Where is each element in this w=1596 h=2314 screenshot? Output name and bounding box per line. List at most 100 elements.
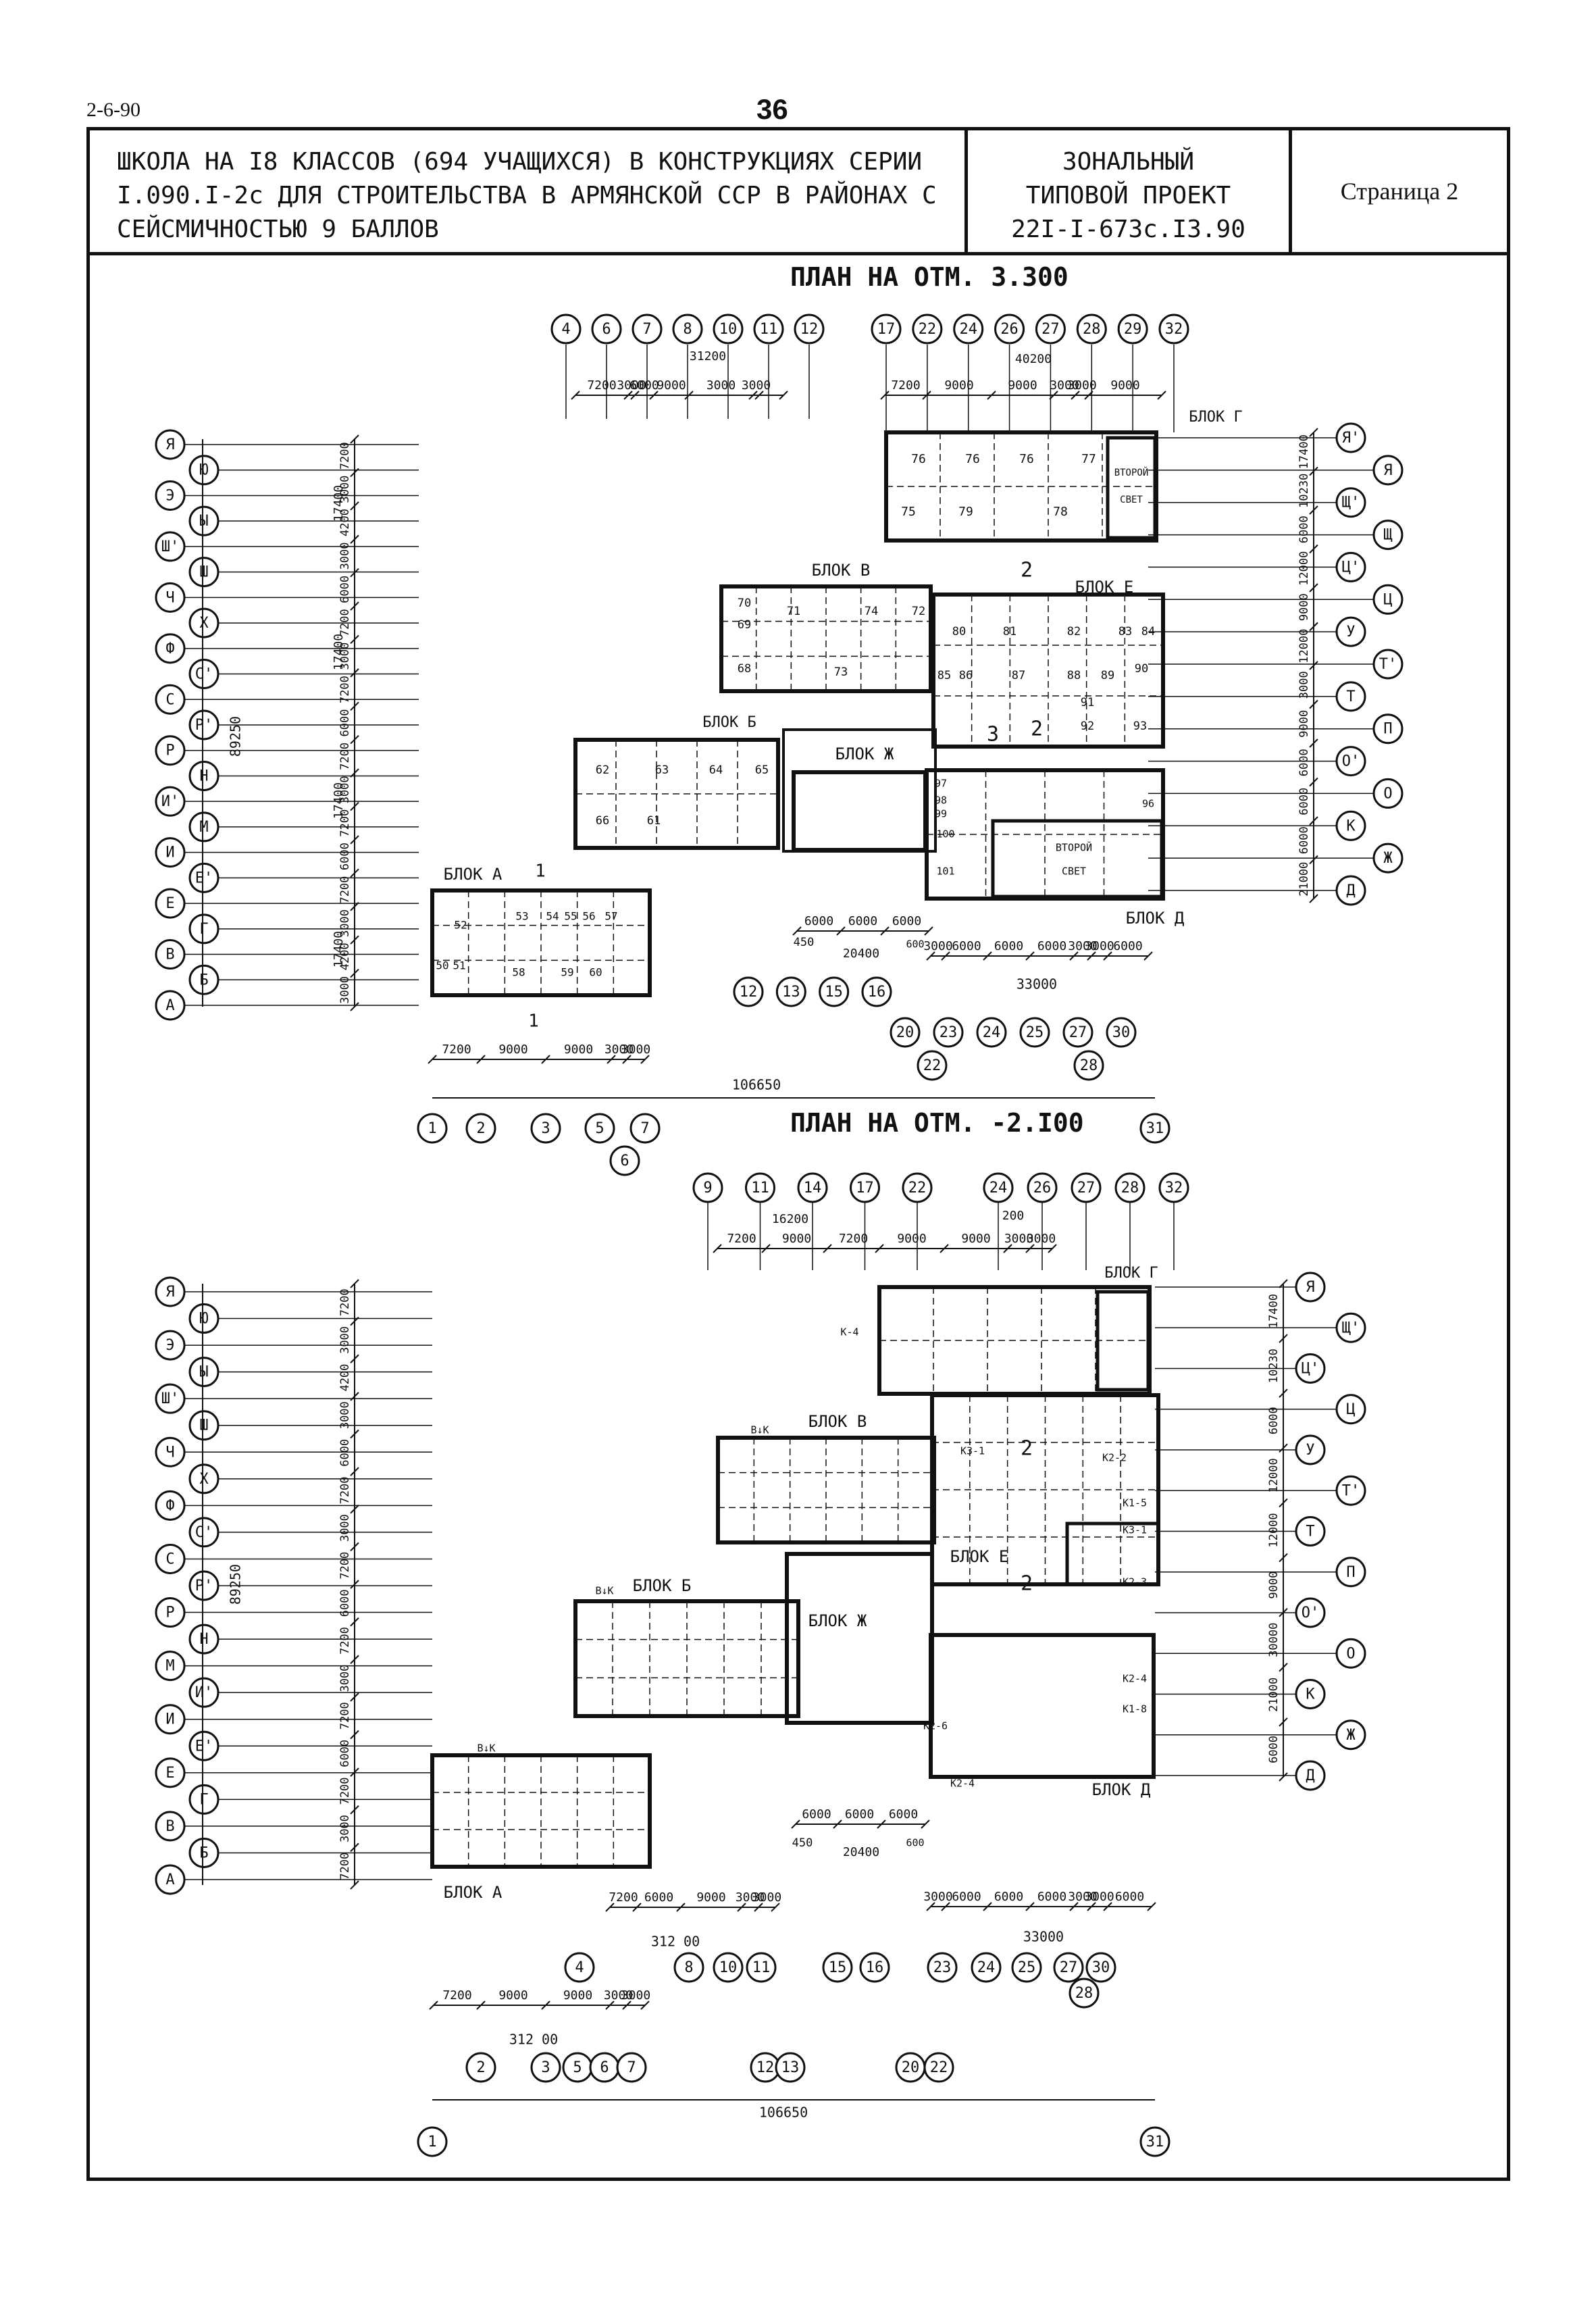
- top-axis-bubble: [902, 1172, 933, 1203]
- left-axis-bubble: [155, 633, 186, 664]
- block-zh-outline: [782, 728, 937, 853]
- top-axis-bubble: [1158, 313, 1189, 345]
- left-axis-bubble: [155, 837, 186, 868]
- top-axis-bubble-label: 11: [751, 1180, 769, 1197]
- top-axis-bubble: [1076, 313, 1107, 345]
- top-axis-bubble-label: 26: [1000, 321, 1019, 338]
- bottom-dim-d-text: 6000: [952, 1890, 981, 1904]
- left-axis-bubble: [188, 862, 220, 893]
- bottom-axis-bubble-label: 16: [866, 1959, 884, 1976]
- right-axis-bubble-label: К: [1306, 1686, 1315, 1703]
- right-dim-text: 9000: [1297, 710, 1311, 738]
- lower-plan-title: ПЛАН НА ОТМ. -2.I00: [790, 1108, 1084, 1138]
- room-number: 77: [1081, 452, 1096, 466]
- left-axis-bubble-label: В: [165, 1818, 174, 1835]
- bottom-dim-d-tick: [1069, 1902, 1079, 1911]
- section-mark: 2: [1021, 1437, 1033, 1461]
- bottom-axis-bubble: [629, 1113, 661, 1144]
- right-axis-bubble-label: Ж: [1383, 850, 1393, 867]
- bottom-dim-d-text: 6000: [952, 939, 981, 953]
- room-number: 76: [965, 452, 980, 466]
- left-axis-bubble: [188, 1303, 220, 1334]
- left-dim-text: 7200: [338, 1777, 352, 1805]
- left-dim-text: 7200: [338, 1853, 352, 1880]
- right-axis-bubble-label: Ц: [1346, 1401, 1355, 1418]
- bottom-axis-bubble: [465, 1113, 496, 1144]
- sheet-label-cell: Страница 2: [1292, 130, 1507, 252]
- section-mark: 2: [1021, 559, 1033, 582]
- bottom-axis-bubble-label: 27: [1060, 1959, 1078, 1976]
- bottom-dim-d-text: 6000: [1115, 1890, 1144, 1904]
- top-total-right: 40200: [1015, 352, 1052, 366]
- right-axis-bubble-label: Щ: [1383, 527, 1392, 544]
- room-number: 51: [453, 959, 465, 972]
- room-number: 83: [1118, 625, 1132, 638]
- bottom-axis-bubble-label: 15: [829, 1959, 847, 1976]
- left-axis-bubble-label: Ф: [165, 640, 174, 657]
- section-mark: 2: [1021, 1572, 1033, 1596]
- left-dim-text: 7200: [338, 876, 352, 904]
- room-number: 56: [582, 910, 595, 923]
- right-dim-tick: [1309, 583, 1318, 593]
- section-mark: 2: [1031, 718, 1043, 741]
- room-number: 93: [1133, 720, 1147, 733]
- top-axis-bubble-label: 27: [1041, 321, 1060, 338]
- left-dim-tick: [350, 768, 359, 778]
- left-dim-text: 6000: [338, 576, 352, 603]
- right-axis-bubble: [1295, 1434, 1326, 1465]
- right-axis-bubble: [1372, 778, 1404, 809]
- left-axis-bubble-label: Ш: [199, 1417, 208, 1434]
- left-axis-bubble-label: Н: [199, 768, 208, 784]
- top-axis-bubble: [1027, 1172, 1058, 1203]
- block-zh-walls: [785, 1552, 934, 1725]
- top-axis-bubble-label: 28: [1083, 321, 1101, 338]
- right-axis-bubble: [1295, 1679, 1326, 1709]
- entry-marker: В↓К: [477, 1742, 495, 1755]
- top-axis-bubble: [912, 313, 943, 345]
- bottom-dim-zh-tick: [880, 926, 890, 936]
- top-dim-tick: [939, 1244, 949, 1253]
- left-dim-text: 3000: [338, 1815, 352, 1842]
- left-dim-text: 6000: [338, 842, 352, 870]
- bottom-dim-zh-total: 20400: [843, 947, 879, 961]
- bottom-dim-a-text: 9000: [696, 1890, 725, 1905]
- right-axis-bubble: [1295, 1272, 1326, 1303]
- section-mark: 1: [535, 861, 546, 882]
- room-number: 98: [935, 795, 947, 807]
- section-mark: 1: [528, 1011, 539, 1032]
- bottom-dim-d-text: 3000: [1068, 1890, 1097, 1904]
- left-axis-bubble: [188, 1410, 220, 1441]
- right-axis-bubble: [1335, 551, 1366, 582]
- top-total-right: 200: [1002, 1209, 1025, 1223]
- room-number: 64: [709, 763, 723, 777]
- left-axis-bubble-label: Ш: [199, 564, 208, 581]
- left-axis-bubble: [188, 607, 220, 638]
- left-dim-tick: [350, 1467, 359, 1476]
- right-dim-tick: [1309, 428, 1318, 437]
- bottom-dim-a-tick: [771, 1903, 780, 1912]
- right-axis-bubble-label: Д: [1306, 1767, 1314, 1784]
- bottom-axis-bubble-label: 22: [923, 1057, 942, 1074]
- top-axis-bubble-label: 22: [908, 1180, 927, 1197]
- room-number: 91: [1081, 696, 1094, 709]
- bottom-axis-bubble-label: 24: [977, 1959, 996, 1976]
- bottom-dim-a-tick: [428, 1055, 437, 1064]
- block-b-label: БЛОК Б: [633, 1576, 692, 1595]
- bottom-axis-bubble-label: 5: [595, 1120, 604, 1137]
- top-dim-right-tick: [987, 391, 996, 400]
- block-b-label: БЛОК Б: [702, 714, 756, 731]
- room-number: 76: [1019, 452, 1034, 466]
- left-dim-text: 4200: [338, 942, 352, 970]
- bottom-dim-d-text: 6000: [994, 1890, 1023, 1904]
- top-dim-left-tick: [630, 391, 640, 400]
- room-number: 62: [596, 763, 609, 777]
- overall-width-dim: 106650: [732, 1077, 781, 1093]
- right-dim-text: 3000: [1297, 671, 1311, 699]
- room-number: 79: [958, 505, 973, 519]
- room-number: 74: [865, 605, 878, 618]
- right-axis-bubble-label: Я': [1342, 430, 1360, 447]
- bottom-axis-bubble: [746, 1952, 777, 1983]
- top-axis-bubble-label: 12: [800, 321, 819, 338]
- entry-marker: К2-6: [923, 1720, 948, 1732]
